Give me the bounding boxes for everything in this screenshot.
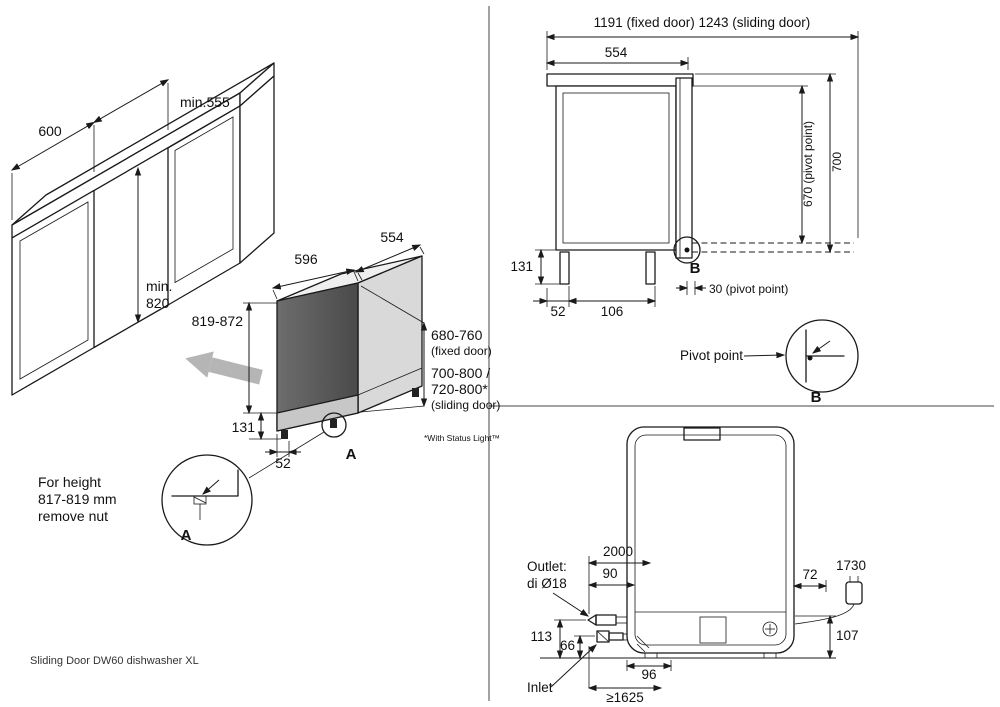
dw-height-dim-label: 819-872 — [192, 313, 244, 329]
outlet-fitting — [587, 614, 627, 626]
drain-hose-dim-label: 2000 — [603, 544, 633, 559]
detail-a-text-line2: 817-819 mm — [38, 491, 117, 507]
power-plug — [794, 576, 863, 625]
inlet-label: Inlet — [527, 680, 553, 695]
dishwasher-body-profile — [555, 85, 677, 251]
foot-detail-ring — [321, 412, 347, 438]
worktop-profile — [546, 73, 694, 87]
cord-length-dim-label: 1730 — [836, 558, 866, 573]
door-profile — [675, 77, 693, 259]
rear-body-outline — [626, 426, 795, 654]
detail-a-leader — [248, 431, 325, 479]
front-left-foot — [281, 430, 288, 439]
detail-a-ref-label: A — [346, 446, 357, 463]
pivot-point-label: Pivot point — [680, 348, 743, 363]
install-direction-arrow — [185, 351, 263, 385]
kitchen-counter — [11, 62, 275, 396]
detail-a-callout: For height 817-819 mm remove nut A — [38, 454, 253, 546]
front-right-foot — [330, 419, 337, 428]
dw-width-dim-label: 596 — [294, 251, 318, 267]
total-width-dim-label: 1191 (fixed door) 1243 (sliding door) — [594, 15, 811, 30]
sliding-door-note-label: (sliding door) — [431, 398, 500, 412]
rear-foot-offset-dim-label: 52 — [550, 304, 565, 319]
opening-height-dim-label-1: min. — [146, 278, 172, 294]
inlet-height-dim-label: 66 — [560, 638, 575, 653]
total-height-dim-label: 700 — [830, 152, 844, 172]
caption-label: Sliding Door DW60 dishwasher XL — [30, 655, 199, 667]
cord-height-dim-label: 107 — [836, 628, 859, 643]
rear-view: 2000 90 Outlet: di Ø18 113 66 96 ≥1 — [527, 426, 866, 705]
rear-foot — [412, 388, 419, 397]
inlet-hose-dim-label: ≥1625 — [606, 690, 643, 705]
dw-depth-dim-label: 554 — [380, 229, 404, 245]
detail-a-text-line1: For height — [38, 474, 101, 490]
rear-foot-profile — [559, 251, 570, 285]
detail-a-label: A — [181, 527, 192, 544]
detail-a-text-line3: remove nut — [38, 508, 108, 524]
dishwasher-dimensions: 596 554 819-872 131 52 A — [192, 229, 425, 471]
dishwasher-isometric — [248, 255, 423, 479]
plinth-dim-label: 131 — [232, 419, 256, 435]
pivot-detail-ring — [673, 236, 701, 264]
sliding-door-range-label-2: 720-800* — [431, 381, 488, 397]
pivot-height-dim-label: 670 (pivot point) — [801, 121, 815, 207]
front-foot-profile — [645, 251, 656, 285]
inlet-fitting — [596, 630, 627, 643]
hose-offset-dim-label: 90 — [602, 566, 617, 581]
detail-b-callout: Pivot point B — [680, 319, 859, 406]
outlet-label-1: Outlet: — [527, 559, 567, 574]
counter-dimensions: 600 min.555 min. 820 — [10, 79, 230, 324]
depth-dim-label: 554 — [605, 45, 628, 60]
side-view: 1191 (fixed door) 1243 (sliding door) 55… — [510, 15, 860, 406]
pivot-point-dot — [684, 247, 690, 253]
status-footnote-label: *With Status Light™ — [424, 433, 500, 443]
outlet-height-dim-label: 113 — [530, 629, 552, 644]
top-bracket — [683, 427, 721, 441]
door-height-dimensions: 680-760 (fixed door) 700-800 / 720-800* … — [360, 285, 500, 443]
detail-b-label: B — [811, 389, 822, 406]
connection-offset-dim-label: 96 — [641, 667, 656, 682]
fixed-door-range-label: 680-760 — [431, 327, 483, 343]
foot-spacing-dim-label: 106 — [601, 304, 624, 319]
fixed-door-note-label: (fixed door) — [431, 344, 492, 358]
sliding-door-range-label-1: 700-800 / — [431, 365, 490, 381]
cord-offset-dim-label: 72 — [802, 567, 817, 582]
detail-a-circle — [161, 454, 253, 546]
opening-height-dim-label-2: 820 — [146, 295, 170, 311]
outlet-label-2: di Ø18 — [527, 576, 567, 591]
cabinet-width-dim-label: 600 — [38, 123, 62, 139]
pivot-offset-dim-label: 30 (pivot point) — [709, 282, 788, 296]
side-plinth-dim-label: 131 — [510, 259, 533, 274]
detail-b-ref-label: B — [690, 260, 701, 277]
opening-width-dim-label: min.555 — [180, 94, 230, 110]
foot-offset-dim-label: 52 — [275, 455, 291, 471]
